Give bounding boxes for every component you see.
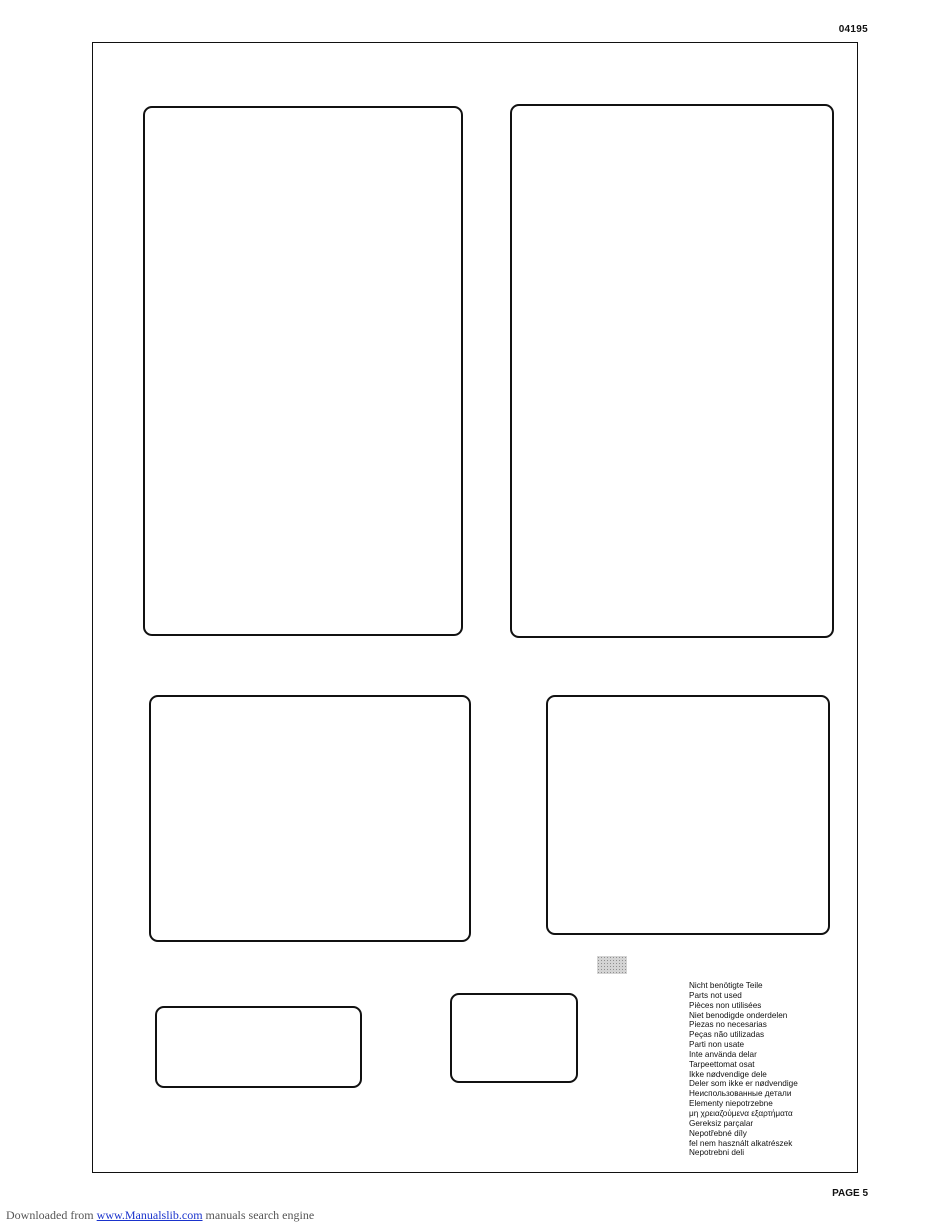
legend-line: fel nem használt alkatrészek <box>689 1138 793 1148</box>
legend-line: Tarpeettomat osat <box>689 1059 755 1069</box>
sprue-frame-middle-left <box>149 695 471 942</box>
legend-line: Parti non usate <box>689 1040 745 1050</box>
sprue-frame-top-left <box>143 106 463 636</box>
legend-line: Parts not used <box>689 990 742 1000</box>
legend-line: Nepotřebné díly <box>689 1128 747 1138</box>
legend-line: Nepotrebni deli <box>689 1148 745 1158</box>
legend-line: μη χρειαζούμενα εξαρτήματα <box>689 1108 793 1118</box>
legend-line: Deler som ikke er nødvendige <box>689 1079 798 1089</box>
sprue-frame-middle-right <box>546 695 830 935</box>
sprue-frame-bottom-left <box>155 1006 362 1088</box>
sprue-frame-top-right <box>510 104 834 638</box>
footer-prefix: Downloaded from <box>6 1208 94 1222</box>
legend-line: Peças não utilizadas <box>689 1030 765 1040</box>
legend-line: Niet benodigde onderdelen <box>689 1010 788 1020</box>
manualslib-link[interactable]: www.Manualslib.com <box>96 1208 203 1222</box>
sprue-frame-clear-parts <box>450 993 578 1083</box>
footer-suffix: manuals search engine <box>205 1208 315 1222</box>
not-used-swatch <box>597 956 627 974</box>
legend-line: Gereksiz parçalar <box>689 1118 754 1128</box>
document-code: 04195 <box>838 24 868 35</box>
legend-line: Piezas no necesarias <box>689 1020 767 1030</box>
legend-line: Elementy niepotrzebne <box>689 1099 773 1109</box>
legend-line: Pièces non utilisées <box>689 1000 762 1010</box>
legend-line: Неиспользованные детали <box>689 1089 792 1099</box>
not-used-legend: Nicht benötigte Teile Parts not used Piè… <box>689 981 849 1158</box>
download-footer: Downloaded from www.Manualslib.com manua… <box>6 1208 314 1223</box>
parts-sheet-frame <box>92 42 858 1173</box>
legend-line: Inte använda delar <box>689 1049 757 1059</box>
legend-line: Ikke nødvendige dele <box>689 1069 767 1079</box>
page-number: PAGE 5 <box>832 1188 868 1199</box>
legend-line: Nicht benötigte Teile <box>689 981 763 990</box>
